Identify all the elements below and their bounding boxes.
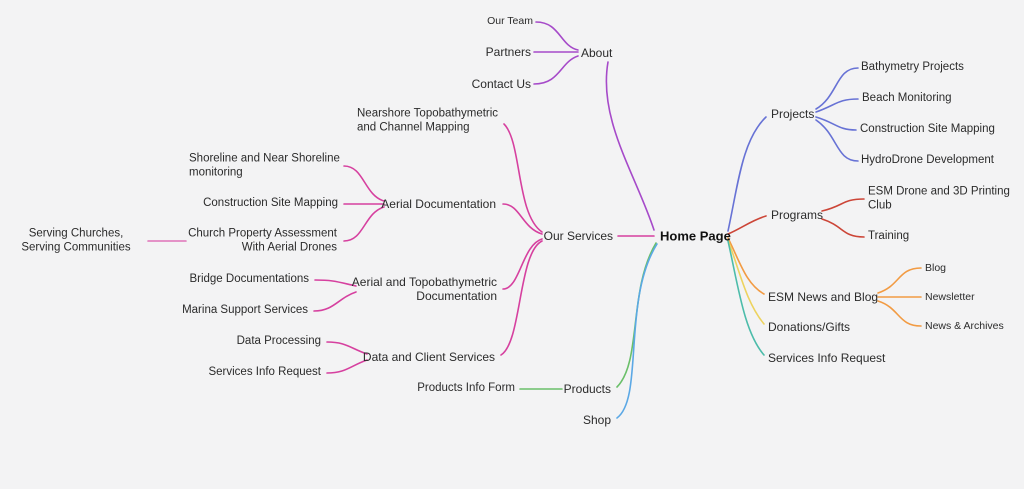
node-hydrodrone-development[interactable]: HydroDrone Development bbox=[861, 154, 994, 167]
edge-aerialdoc-church bbox=[343, 206, 385, 242]
edge-home-services-info bbox=[727, 240, 765, 356]
node-shop[interactable]: Shop bbox=[582, 412, 611, 427]
edge-aerialdoc-shoreline bbox=[343, 165, 385, 202]
node-aerial-topobathymetric-documentation[interactable]: Aerial and Topobathymetric Documentation bbox=[351, 274, 497, 303]
node-news-and-archives[interactable]: News & Archives bbox=[925, 319, 1004, 332]
edge-services-aerial-doc bbox=[502, 203, 543, 235]
edge-home-projects bbox=[727, 116, 767, 232]
node-esm-drone-3d-printing-club[interactable]: ESM Drone and 3D Printing Club bbox=[868, 185, 1010, 211]
edge-projects-hydrodrone bbox=[815, 119, 859, 162]
node-church-property-assessment[interactable]: Church Property Assessment With Aerial D… bbox=[188, 227, 337, 253]
edge-about-contact-us bbox=[533, 55, 579, 85]
node-esm-news-and-blog[interactable]: ESM News and Blog bbox=[768, 289, 879, 304]
node-construction-site-mapping-right[interactable]: Construction Site Mapping bbox=[860, 123, 995, 136]
edge-aerialtopo-bridge bbox=[314, 279, 357, 287]
edge-home-donations bbox=[727, 239, 765, 325]
edge-home-news-blog bbox=[727, 237, 765, 295]
edge-dataclient-servicesinfo bbox=[326, 359, 368, 374]
node-projects[interactable]: Projects bbox=[771, 106, 815, 121]
edge-projects-beach bbox=[815, 98, 859, 113]
node-products[interactable]: Products bbox=[563, 381, 611, 396]
node-partners[interactable]: Partners bbox=[485, 44, 531, 59]
edge-home-shop bbox=[616, 243, 658, 419]
node-services-info-request-right[interactable]: Services Info Request bbox=[768, 350, 886, 365]
node-home-page[interactable]: Home Page bbox=[660, 228, 731, 244]
node-data-and-client-services[interactable]: Data and Client Services bbox=[362, 349, 495, 364]
node-aerial-documentation[interactable]: Aerial Documentation bbox=[381, 196, 496, 211]
node-products-info-form[interactable]: Products Info Form bbox=[417, 382, 515, 395]
node-blog[interactable]: Blog bbox=[925, 261, 947, 274]
edge-news-blog-archives bbox=[877, 300, 922, 327]
edge-services-aerial-topo bbox=[502, 238, 543, 290]
edge-services-nearshore bbox=[503, 123, 543, 233]
edge-projects-bathymetry bbox=[815, 67, 859, 110]
node-training[interactable]: Training bbox=[868, 230, 910, 243]
node-nearshore-topobathymetric[interactable]: Nearshore Topobathymetric and Channel Ma… bbox=[357, 107, 499, 133]
node-about[interactable]: About bbox=[581, 45, 613, 60]
node-donations-gifts[interactable]: Donations/Gifts bbox=[768, 319, 851, 334]
edge-home-about bbox=[605, 61, 655, 231]
edge-services-data-client bbox=[500, 240, 543, 356]
edge-programs-training bbox=[821, 218, 865, 238]
edge-programs-esm-club bbox=[821, 198, 865, 212]
edge-projects-construction bbox=[815, 116, 857, 131]
node-serving-churches[interactable]: Serving Churches, Serving Communities bbox=[21, 227, 131, 253]
edge-aerialtopo-marina bbox=[313, 291, 357, 312]
node-marina-support-services[interactable]: Marina Support Services bbox=[182, 304, 308, 317]
node-bathymetry-projects[interactable]: Bathymetry Projects bbox=[861, 61, 964, 74]
edge-about-our-team bbox=[535, 21, 579, 51]
edge-dataclient-processing bbox=[326, 341, 368, 355]
node-construction-site-mapping-left[interactable]: Construction Site Mapping bbox=[203, 197, 338, 210]
node-contact-us[interactable]: Contact Us bbox=[471, 76, 531, 91]
node-our-services[interactable]: Our Services bbox=[543, 228, 613, 243]
node-newsletter[interactable]: Newsletter bbox=[925, 290, 975, 303]
node-beach-monitoring[interactable]: Beach Monitoring bbox=[862, 92, 952, 105]
edge-news-blog-blog bbox=[877, 267, 922, 294]
node-programs[interactable]: Programs bbox=[771, 207, 824, 222]
node-services-info-request-left[interactable]: Services Info Request bbox=[208, 366, 321, 379]
edge-home-programs bbox=[727, 215, 767, 235]
node-bridge-documentations[interactable]: Bridge Documentations bbox=[189, 273, 309, 286]
node-shoreline-monitoring[interactable]: Shoreline and Near Shoreline monitoring bbox=[189, 152, 340, 178]
node-data-processing[interactable]: Data Processing bbox=[236, 335, 321, 348]
node-our-team[interactable]: Our Team bbox=[487, 14, 533, 27]
